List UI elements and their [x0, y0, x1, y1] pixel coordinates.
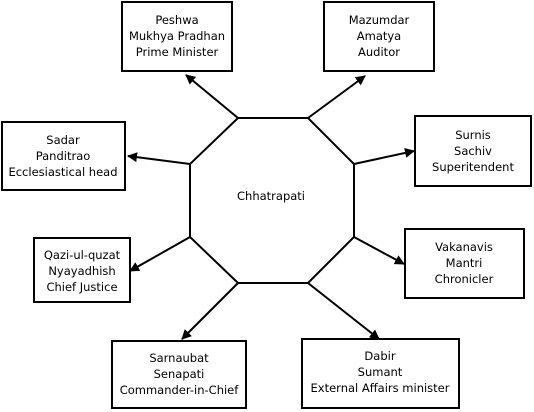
arrow-to-sarnaubat [181, 282, 239, 340]
minister-box-vakanavis: Vakanavis Mantri Chronicler [404, 228, 525, 299]
arrow-to-peshwa [185, 74, 239, 119]
arrow-to-mazumdar [307, 75, 366, 119]
arrow-to-surnis [353, 148, 415, 165]
dabir-line-2: Sumant [358, 365, 403, 379]
surnis-line-3: Superitendent [432, 160, 514, 174]
peshwa-line-3: Prime Minister [136, 45, 219, 59]
arrow-to-sadar [127, 152, 191, 165]
sadar-line-1: Sadar [46, 133, 80, 147]
mazumdar-line-2: Amatya [357, 29, 401, 43]
sarnaubat-line-2: Senapati [154, 367, 205, 381]
surnis-line-1: Surnis [455, 128, 491, 142]
minister-box-mazumdar: Mazumdar Amatya Auditor [323, 1, 435, 72]
arrow-to-dabir [307, 282, 380, 340]
mazumdar-line-3: Auditor [358, 45, 400, 59]
sadar-line-3: Ecclesiastical head [8, 165, 117, 179]
dabir-line-3: External Affairs minister [311, 381, 450, 395]
minister-box-peshwa: Peshwa Mukhya Pradhan Prime Minister [121, 1, 233, 72]
arrow-to-qazi [129, 236, 191, 272]
vakanavis-line-3: Chronicler [435, 272, 494, 286]
minister-box-sadar: Sadar Panditrao Ecclesiastical head [1, 121, 126, 191]
minister-box-surnis: Surnis Sachiv Superitendent [414, 115, 532, 187]
surnis-line-2: Sachiv [454, 144, 492, 158]
dabir-line-1: Dabir [364, 349, 395, 363]
vakanavis-line-2: Mantri [446, 256, 483, 270]
sarnaubat-line-3: Commander-in-Chief [120, 383, 240, 397]
peshwa-line-2: Mukhya Pradhan [129, 29, 225, 43]
minister-box-qazi: Qazi-ul-quzat Nyayadhish Chief Justice [33, 237, 131, 303]
qazi-line-2: Nyayadhish [48, 264, 115, 278]
minister-box-dabir: Dabir Sumant External Affairs minister [301, 338, 460, 409]
minister-box-sarnaubat: Sarnaubat Senapati Commander-in-Chief [111, 340, 247, 409]
mazumdar-line-1: Mazumdar [349, 13, 410, 27]
qazi-line-3: Chief Justice [46, 280, 117, 294]
qazi-line-1: Qazi-ul-quzat [44, 248, 121, 262]
center-label: Chhatrapati [237, 189, 305, 203]
vakanavis-line-1: Vakanavis [435, 240, 493, 254]
peshwa-line-1: Peshwa [155, 13, 198, 27]
connectors [127, 74, 415, 340]
arrow-to-vakanavis [353, 236, 405, 265]
sarnaubat-line-1: Sarnaubat [149, 351, 209, 365]
center-node: Chhatrapati [189, 117, 355, 284]
sadar-line-2: Panditrao [36, 149, 91, 163]
